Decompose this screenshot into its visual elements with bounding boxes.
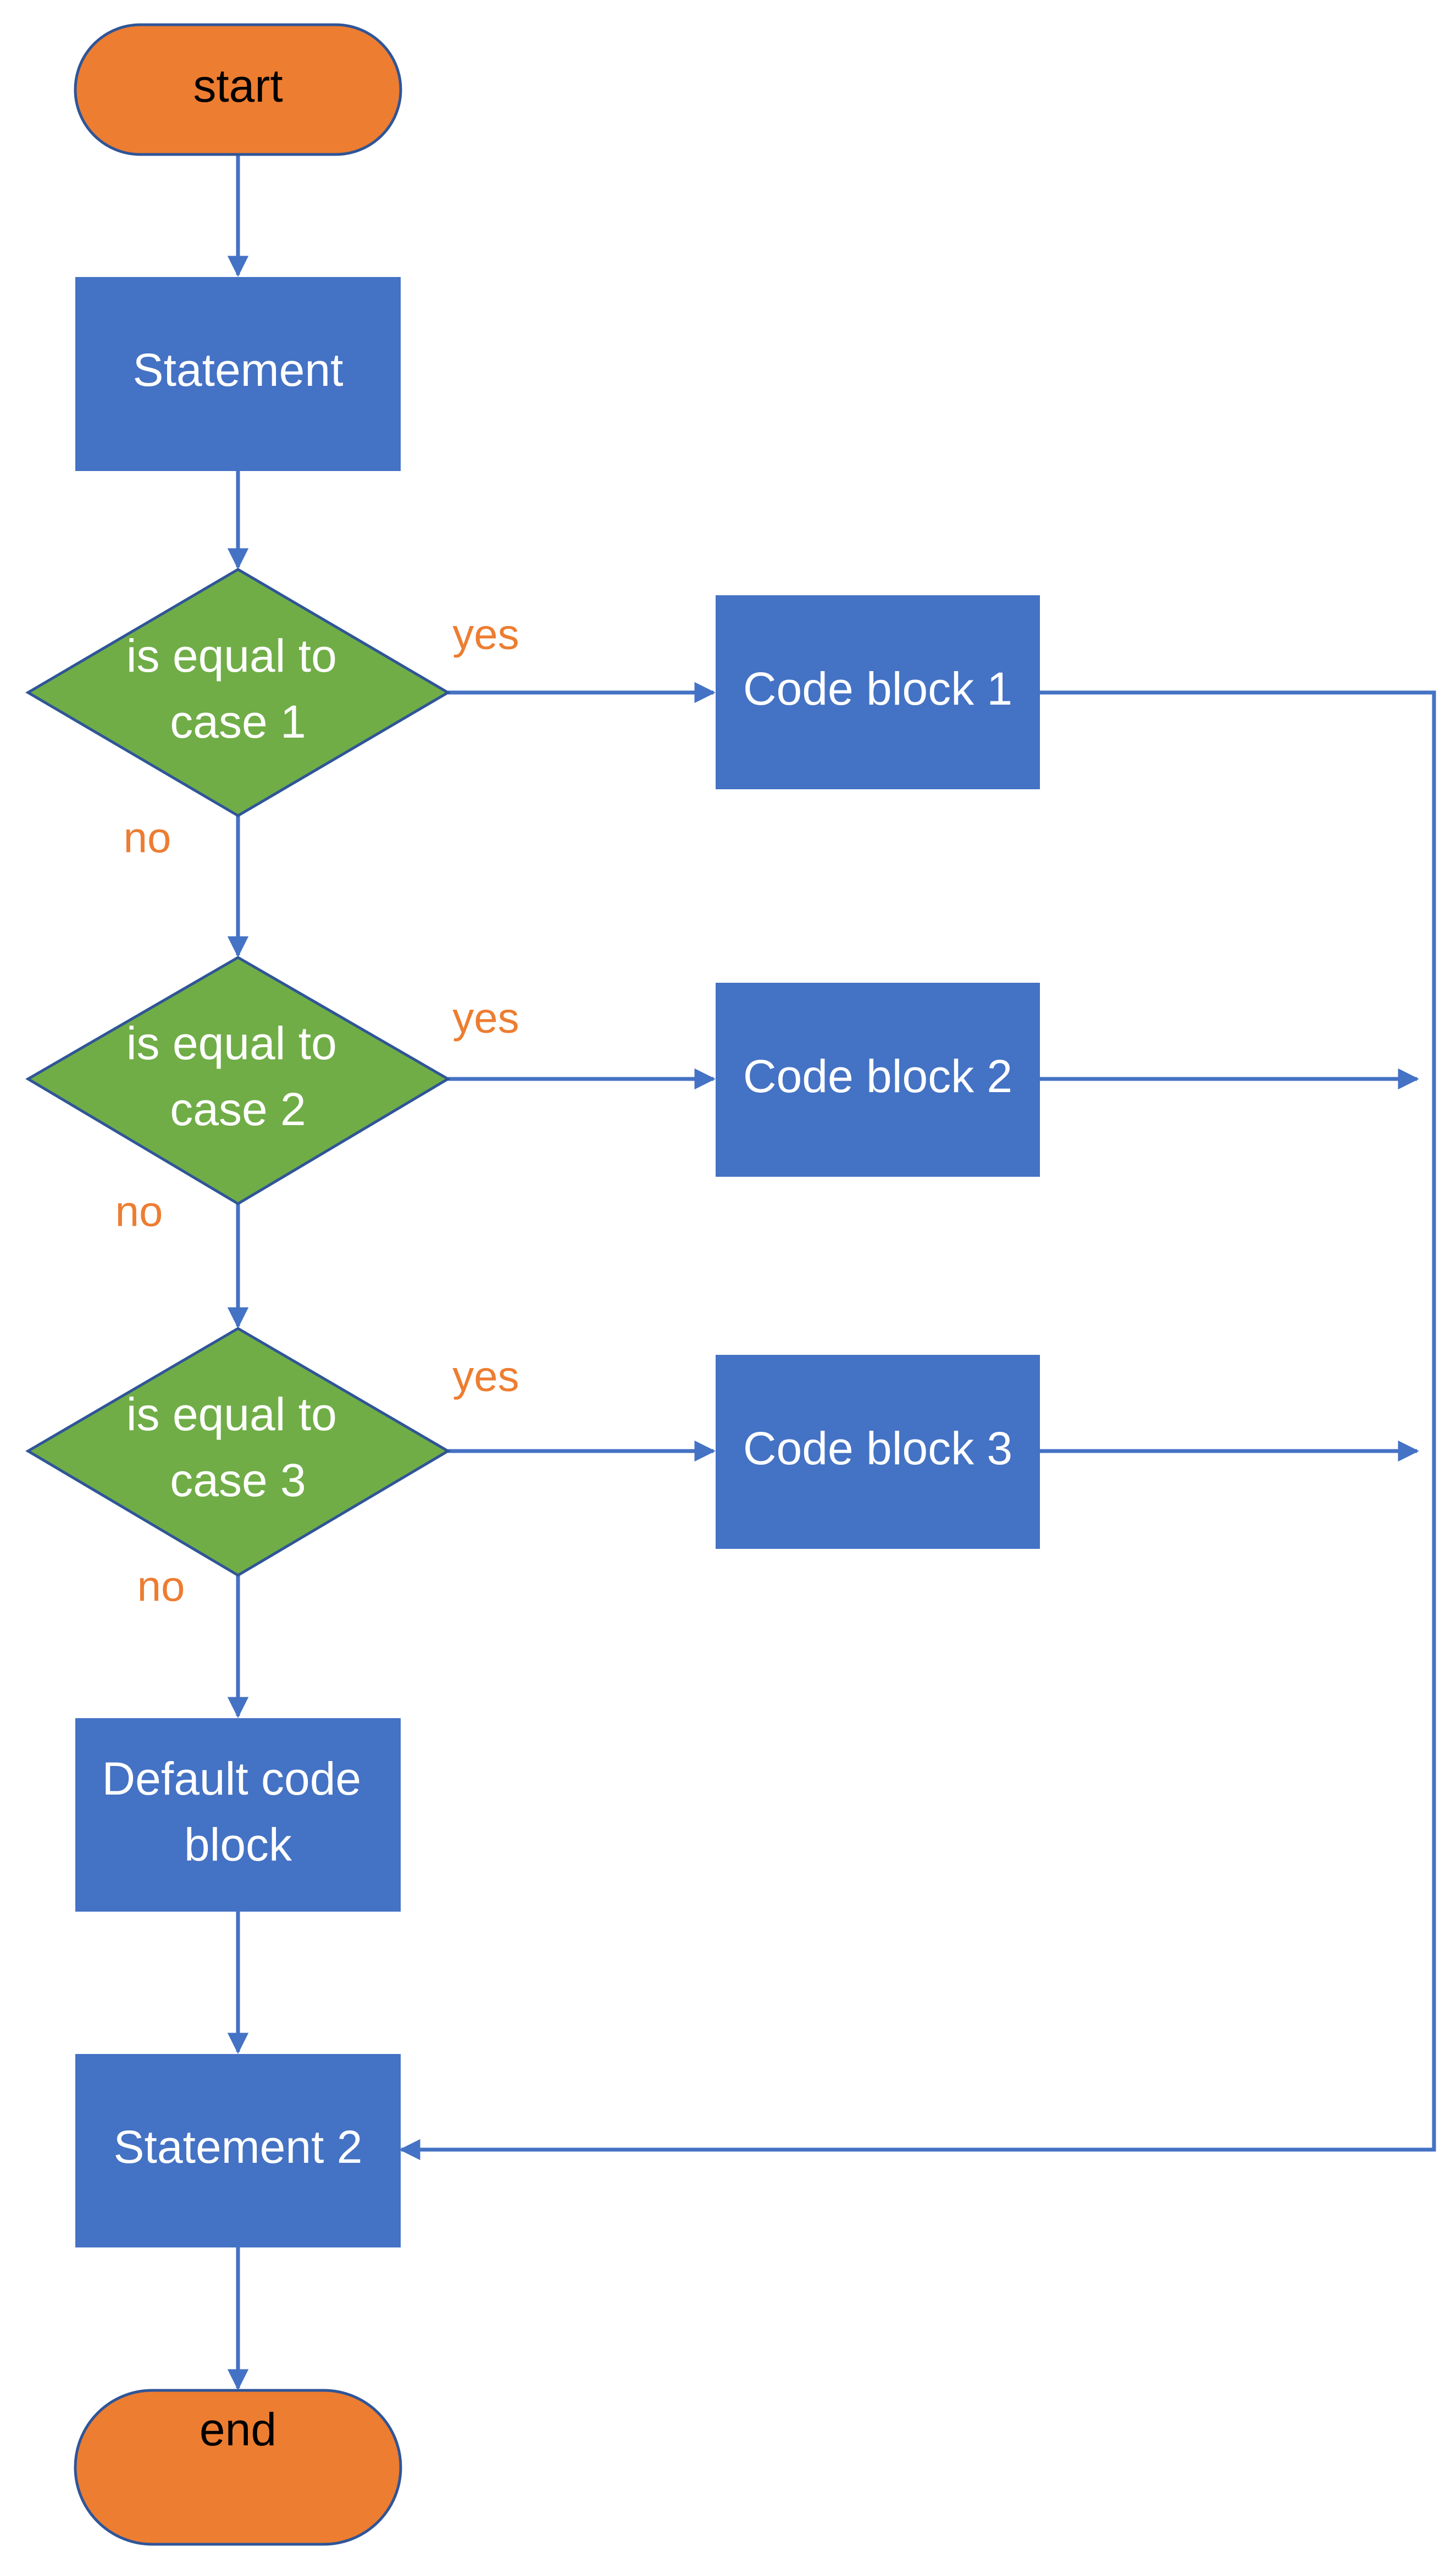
decision-case2-label: is equal to case 2 [126, 1017, 350, 1135]
decision-case3: is equal to case 3 [25, 1327, 451, 1577]
code-block-3-label: Code block 3 [743, 1422, 1012, 1474]
decision-case3-shape [25, 1327, 451, 1577]
start-terminal: start [74, 23, 402, 156]
decision-case3-line2: case 3 [170, 1454, 306, 1506]
code-block-1: Code block 1 [716, 595, 1040, 789]
decision-case1-label: is equal to case 1 [126, 630, 350, 748]
edge-labels: yes no yes no yes no [115, 610, 519, 1610]
code-block-1-label: Code block 1 [743, 663, 1012, 715]
decision-case2-line1: is equal to [126, 1017, 337, 1069]
code-block-3-shape [716, 1355, 1040, 1549]
edge-label-yes-3: yes [452, 1352, 519, 1400]
statement-box: Statement [75, 277, 401, 471]
default-code-block-shape [75, 1718, 401, 1912]
statement-shape [75, 277, 401, 471]
decision-case3-line1: is equal to [126, 1388, 337, 1440]
statement2-label: Statement 2 [114, 2121, 363, 2173]
decision-case1-shape [25, 568, 451, 817]
edge-label-yes-2: yes [452, 994, 519, 1042]
default-code-block: Default code block [75, 1718, 401, 1912]
edge-label-no-2: no [115, 1187, 163, 1236]
decision-case2-shape [25, 956, 451, 1205]
default-code-block-label: Default code block [102, 1753, 374, 1870]
edge-label-yes-1: yes [452, 610, 519, 658]
code-block-3: Code block 3 [716, 1355, 1040, 1549]
statement2-shape [75, 2054, 401, 2247]
statement2-box: Statement 2 [75, 2054, 401, 2247]
decision-case3-label: is equal to case 3 [126, 1388, 350, 1506]
default-code-block-line2: block [184, 1819, 292, 1870]
edge-label-no-1: no [124, 813, 171, 862]
edge-label-no-3: no [137, 1562, 185, 1610]
decision-case2-line2: case 2 [170, 1083, 306, 1135]
connectors [227, 155, 1436, 2390]
code-block-1-shape [716, 595, 1040, 789]
end-shape [74, 2389, 402, 2546]
code-block-2: Code block 2 [716, 983, 1040, 1177]
decision-case2: is equal to case 2 [25, 956, 451, 1205]
arrow-code1-to-statement2 [399, 690, 1436, 2161]
code-block-2-shape [716, 983, 1040, 1177]
start-label: start [193, 60, 283, 112]
end-label: end [200, 2404, 276, 2455]
decision-case1-line1: is equal to [126, 630, 337, 682]
end-terminal: end [74, 2389, 402, 2546]
statement-label: Statement [133, 344, 344, 396]
decision-case1: is equal to case 1 [25, 568, 451, 817]
decision-case1-line2: case 1 [170, 696, 306, 748]
default-code-block-line1: Default code [102, 1753, 362, 1804]
code-block-2-label: Code block 2 [743, 1050, 1012, 1102]
start-shape [74, 23, 402, 156]
